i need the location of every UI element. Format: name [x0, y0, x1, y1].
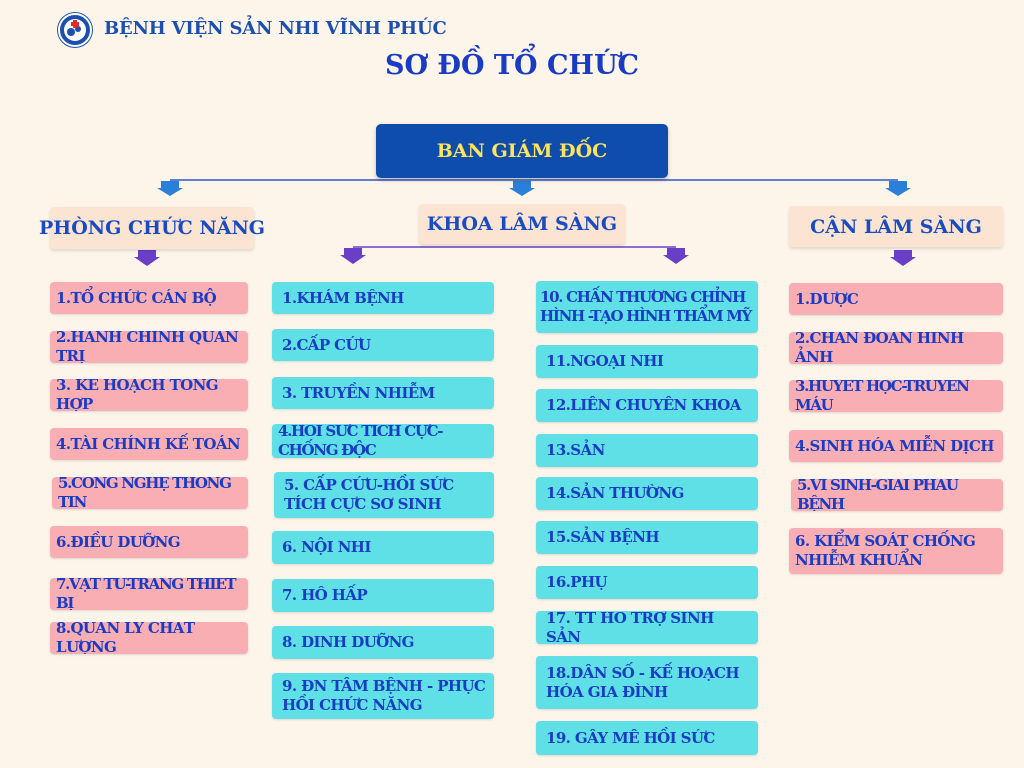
list-item: 1.KHÁM BỆNH [272, 282, 494, 314]
list-item: 13.SẢN [536, 434, 758, 467]
list-item: 4.SINH HÓA MIỄN DỊCH [789, 430, 1003, 462]
arrow-down-icon [157, 181, 183, 196]
page-title: SƠ ĐỒ TỔ CHỨC [385, 50, 639, 81]
list-item: 1.TỔ CHỨC CÁN BỘ [50, 282, 248, 314]
list-item: 8. DINH DƯỠNG [272, 626, 494, 659]
arrow-down-icon [340, 248, 366, 264]
list-item: 7.VẬT TƯ-TRANG THIẾT BỊ [50, 578, 248, 610]
list-item: 18.DÂN SỐ - KẾ HOẠCH HÓA GIA ĐÌNH [536, 656, 758, 709]
list-item: 5.VI SINH-GIẢI PHẪU BỆNH [791, 479, 1003, 511]
list-item: 15.SẢN BỆNH [536, 521, 758, 554]
list-item: 2.CẤP CỨU [272, 329, 494, 361]
list-item: 9. ĐN TÂM BỆNH - PHỤC HỒI CHỨC NĂNG [272, 673, 494, 719]
list-item: 16.PHỤ [536, 566, 758, 599]
list-item: 3. KẾ HOẠCH TỔNG HỢP [50, 379, 248, 411]
hospital-name: BỆNH VIỆN SẢN NHI VĨNH PHÚC [104, 18, 447, 39]
list-item: 2.CHẨN ĐOÁN HÌNH ẢNH [789, 332, 1003, 364]
list-item: 5.CÔNG NGHỆ THÔNG TIN [52, 477, 248, 509]
hospital-logo-icon [58, 13, 92, 47]
list-item: 14.SẢN THƯỜNG [536, 477, 758, 510]
list-item: 10. CHẤN THƯƠNG CHỈNH HÌNH -TẠO HÌNH THẨ… [536, 281, 758, 333]
list-item: 6.ĐIỀU DƯỠNG [50, 526, 248, 558]
group-header-paraclinical-departments: CẬN LÂM SÀNG [789, 206, 1003, 247]
list-item: 6. KIỂM SOÁT CHỐNG NHIỄM KHUẨN [789, 528, 1003, 574]
list-item: 4.TÀI CHÍNH KẾ TOÁN [50, 428, 248, 460]
list-item: 5. CẤP CỨU-HỒI SỨC TÍCH CỰC SƠ SINH [274, 472, 494, 518]
list-item: 1.DƯỢC [789, 283, 1003, 315]
list-item: 7. HÔ HẤP [272, 579, 494, 612]
group-header-clinical-departments: KHOA LÂM SÀNG [419, 204, 625, 244]
list-item: 4.HỒI SỨC TÍCH CỰC- CHỐNG ĐỘC [272, 424, 494, 458]
list-item: 12.LIÊN CHUYÊN KHOA [536, 389, 758, 422]
arrow-down-icon [509, 181, 535, 196]
arrow-down-icon [134, 250, 160, 266]
list-item: 3.HUYẾT HỌC-TRUYỀN MÁU [789, 380, 1003, 412]
list-item: 3. TRUYỀN NHIỄM [272, 377, 494, 409]
arrow-down-icon [663, 248, 689, 264]
list-item: 2.HÀNH CHÍNH QUẢN TRỊ [50, 331, 248, 363]
list-item: 6. NỘI NHI [272, 531, 494, 564]
list-item: 8.QUẢN LÝ CHẤT LƯỢNG [50, 622, 248, 654]
list-item: 17. TT HỖ TRỢ SINH SẢN [536, 611, 758, 644]
arrow-down-icon [890, 250, 916, 266]
list-item: 19. GÂY MÊ HỒI SỨC [536, 721, 758, 755]
board-of-directors-box: BAN GIÁM ĐỐC [376, 124, 668, 178]
list-item: 11.NGOẠI NHI [536, 345, 758, 378]
arrow-down-icon [885, 181, 911, 196]
group-header-functional-departments: PHÒNG CHỨC NĂNG [39, 207, 265, 249]
